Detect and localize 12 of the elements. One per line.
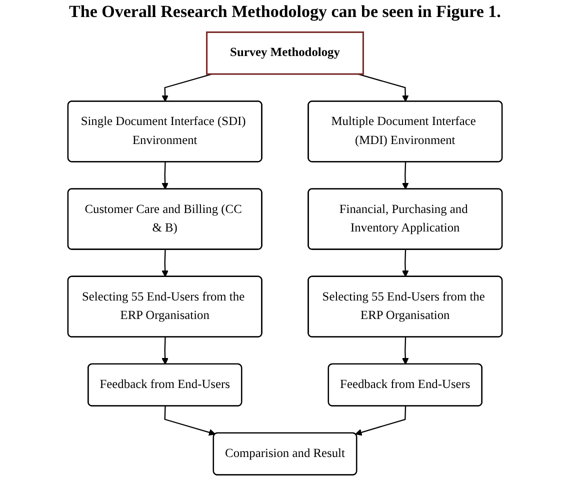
arrow: [162, 250, 168, 278]
arrow: [162, 337, 168, 365]
heading-text: The Overall Research Methodology can be seen in Figure 1.: [68, 2, 502, 22]
arrow: [358, 74, 409, 102]
arrow: [402, 162, 409, 190]
arrow: [162, 74, 212, 102]
arrow: [355, 406, 406, 436]
arrow: [402, 337, 409, 365]
arrow: [402, 250, 409, 278]
node-box: Survey Methodology: [206, 31, 364, 75]
arrow: [162, 162, 168, 190]
arrow: [164, 406, 216, 436]
